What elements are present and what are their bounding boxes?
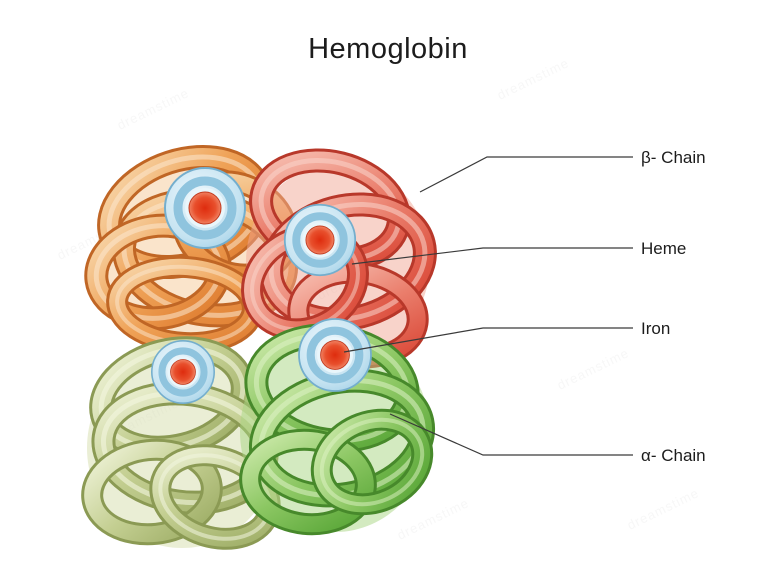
heme-group-bottom-left <box>152 341 214 403</box>
watermark-text: dreamstime <box>395 495 472 543</box>
label-beta-chain: β- Chain <box>641 148 706 167</box>
leader-lines <box>343 156 633 456</box>
label-heme: Heme <box>641 239 686 258</box>
watermark-text: dreamstime <box>495 55 572 103</box>
leader-line-iron <box>343 327 633 353</box>
watermark-text: dreamstime <box>625 485 702 533</box>
heme-group-top-right <box>285 205 355 275</box>
leader-line-beta-chain <box>419 156 633 193</box>
watermark-text: dreamstime <box>115 85 192 133</box>
heme-group-bottom-right <box>299 319 371 391</box>
diagram-title: Hemoglobin <box>308 33 468 65</box>
label-alpha-chain: α- Chain <box>641 446 706 465</box>
heme-group-top-left <box>165 168 245 248</box>
leader-line-heme <box>351 247 633 265</box>
leader-line-alpha-chain <box>389 413 633 456</box>
label-iron: Iron <box>641 319 670 338</box>
watermark-text: dreamstime <box>555 345 632 393</box>
